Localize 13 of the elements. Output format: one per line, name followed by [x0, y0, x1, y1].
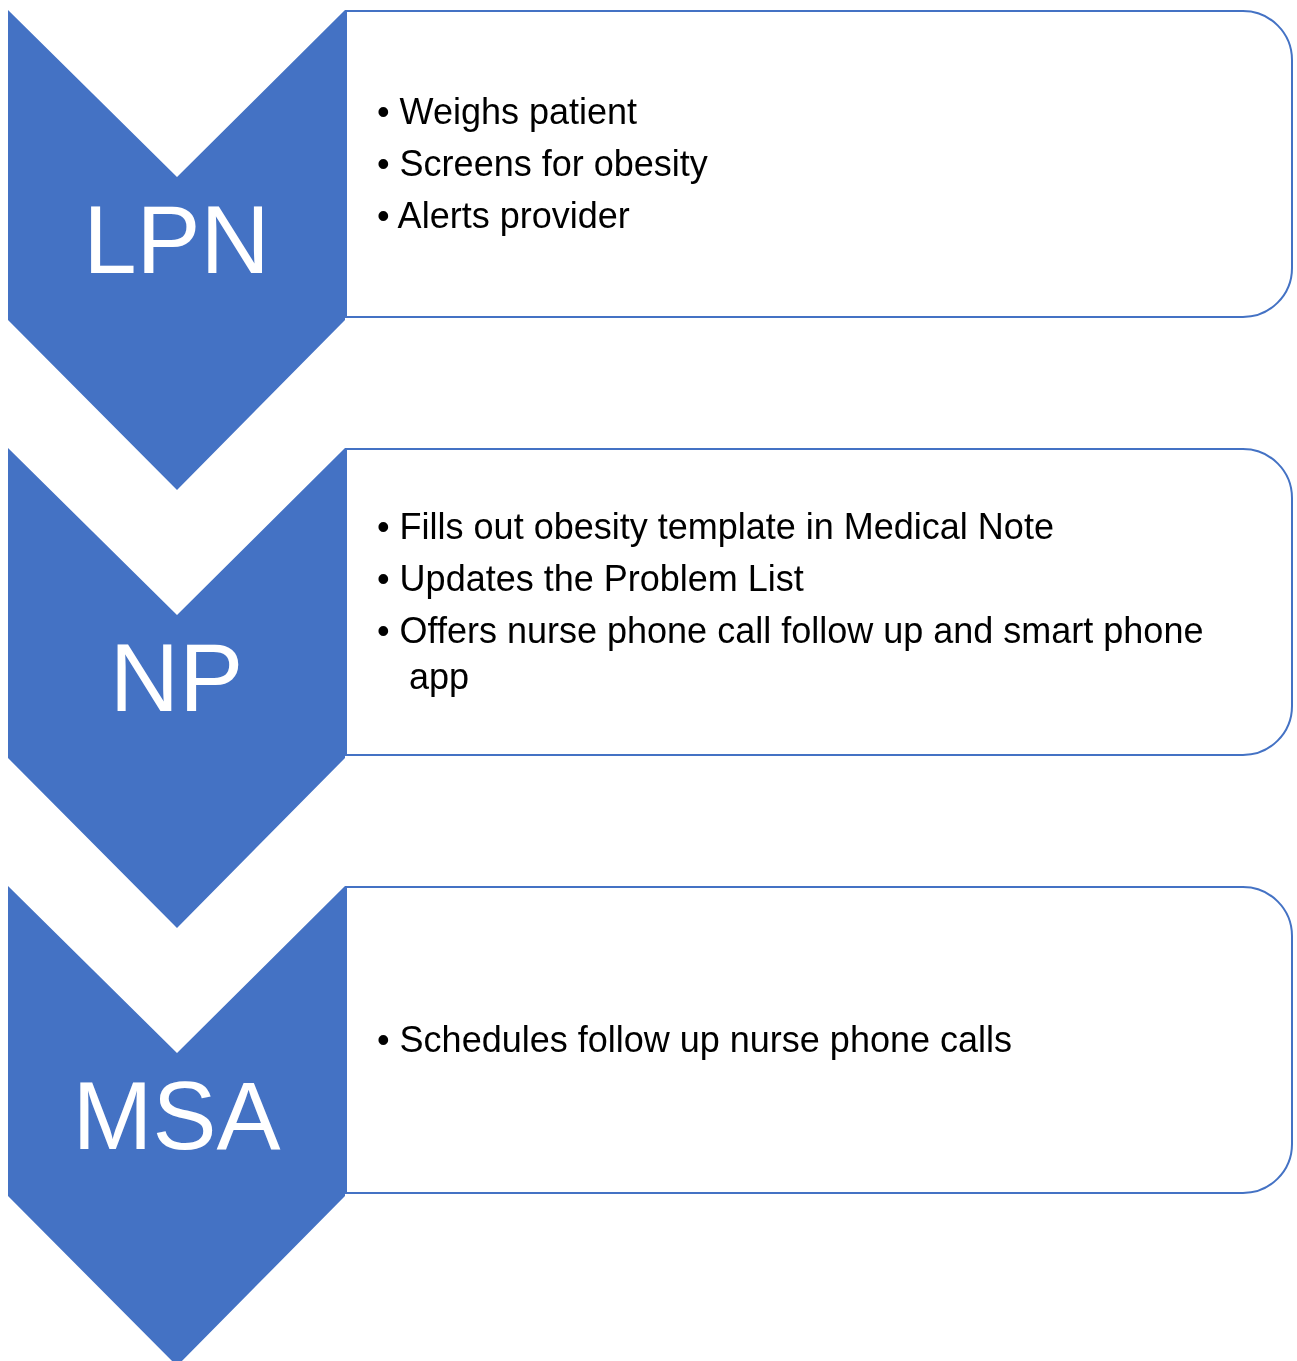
bullet-item: • Weighs patient [377, 90, 639, 134]
content-box [345, 10, 1293, 318]
content-box [345, 448, 1293, 756]
role-label: LPN [82, 185, 271, 295]
bullet-item: • Schedules follow up nurse phone calls [377, 1018, 1013, 1062]
bullet-item: • Alerts provider [377, 194, 631, 238]
bullet-item: • Fills out obesity template in Medical Note [377, 505, 1055, 549]
bullet-item: • Screens for obesity [377, 142, 709, 186]
bullet-item: • Offers nurse phone call follow up and smart phone app [377, 609, 1205, 699]
role-label: NP [108, 623, 245, 733]
content-box [345, 886, 1293, 1194]
bullet-item: • Updates the Problem List [377, 557, 805, 601]
role-label: MSA [71, 1061, 282, 1171]
